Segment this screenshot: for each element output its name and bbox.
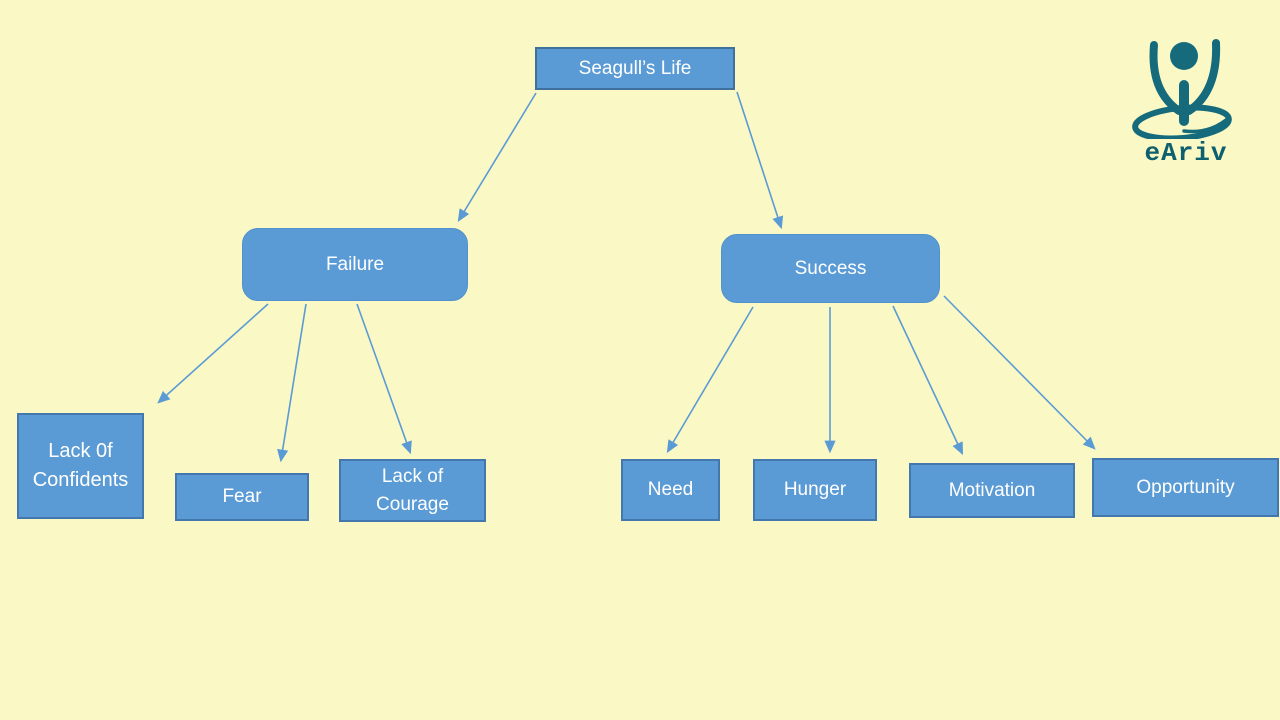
edge-success-need	[666, 306, 754, 454]
node-success[interactable]: Success	[721, 234, 940, 303]
node-need[interactable]: Need	[621, 459, 720, 521]
node-hunger[interactable]: Hunger	[753, 459, 877, 521]
edge-failure-courage	[356, 303, 412, 455]
edge-failure-fear	[277, 303, 307, 463]
edge-title-failure	[457, 92, 537, 223]
eariv-logo-icon	[1132, 39, 1232, 139]
node-lack-of-courage[interactable]: Lack of Courage	[339, 459, 486, 522]
edge-title-success	[736, 91, 784, 230]
logo-wordmark: eAriv	[1144, 138, 1228, 168]
node-title[interactable]: Seagull’s Life	[535, 47, 735, 90]
logo-head-circle	[1170, 42, 1198, 70]
node-lack-of-confidents[interactable]: Lack 0f Confidents	[17, 413, 144, 519]
node-fear[interactable]: Fear	[175, 473, 309, 521]
node-failure[interactable]: Failure	[242, 228, 468, 301]
edge-failure-confidents	[157, 303, 269, 404]
edge-success-motivation	[892, 305, 964, 456]
node-opportunity[interactable]: Opportunity	[1092, 458, 1279, 517]
node-motivation[interactable]: Motivation	[909, 463, 1075, 518]
edge-success-opportunity	[943, 295, 1096, 450]
